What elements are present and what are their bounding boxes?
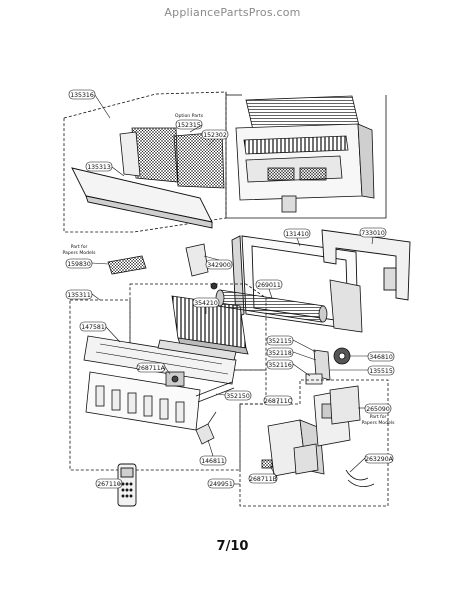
part-131410: 131410 bbox=[285, 231, 309, 238]
part-269011: 269011 bbox=[257, 282, 281, 289]
mounting-plate-733010 bbox=[321, 229, 411, 301]
part-152302: 152302 bbox=[203, 132, 227, 139]
part-label-text: 135316 135313 152315 152302 131410 73301… bbox=[62, 92, 395, 488]
part-147581: 147581 bbox=[81, 324, 105, 331]
part-135311: 135311 bbox=[67, 292, 91, 299]
part-265090: 265090 bbox=[366, 406, 390, 413]
part-labels bbox=[65, 89, 395, 489]
front-panel-135313 bbox=[71, 167, 213, 229]
part-135316: 135316 bbox=[70, 92, 94, 99]
bottom-chassis-outline bbox=[69, 299, 267, 471]
part-152315: 152315 bbox=[177, 122, 201, 129]
drain-pan-147581 bbox=[83, 335, 237, 385]
evaporator-354210 bbox=[171, 295, 249, 355]
part-352116: 352116 bbox=[268, 362, 292, 369]
part-352115: 352115 bbox=[268, 338, 292, 345]
site-header: AppliancePartsPros.com bbox=[164, 6, 301, 19]
air-filter-grill bbox=[119, 127, 225, 189]
part-346810: 346810 bbox=[369, 354, 393, 361]
page-number: 7/10 bbox=[216, 539, 249, 554]
part-263290a: 263290A bbox=[365, 456, 394, 463]
part-342900: 342900 bbox=[207, 262, 231, 269]
note-option-parts: Option Parts bbox=[175, 113, 204, 119]
note-part-models-left-line2: Papers Models bbox=[62, 250, 96, 256]
part-135313: 135313 bbox=[87, 164, 111, 171]
pcb-265090 bbox=[329, 385, 361, 425]
part-268711a: 268711A bbox=[137, 365, 166, 372]
note-part-models-right-line2: Papers Models bbox=[361, 420, 395, 426]
swing-link-352150 bbox=[195, 381, 235, 403]
part-159830: 159830 bbox=[67, 261, 91, 268]
part-352150: 352150 bbox=[226, 393, 250, 400]
front-panel-group bbox=[63, 91, 387, 233]
fan-motor-assembly bbox=[305, 279, 363, 385]
note-part-models-right-line1: Part for bbox=[370, 414, 387, 420]
louver-assembly bbox=[85, 371, 201, 431]
step-motor-268711a bbox=[165, 371, 185, 387]
part-733010: 733010 bbox=[361, 230, 385, 237]
part-249951: 249951 bbox=[209, 481, 233, 488]
display-board-159830 bbox=[107, 255, 147, 275]
sensor-146811 bbox=[195, 411, 217, 445]
part-146811: 146811 bbox=[201, 458, 225, 465]
control-box-outline bbox=[239, 379, 389, 507]
bracket-342900 bbox=[185, 243, 218, 290]
part-268711b: 268711B bbox=[249, 476, 277, 483]
part-135515: 135515 bbox=[369, 368, 393, 375]
part-354210: 354210 bbox=[194, 300, 218, 307]
part-267110: 267110 bbox=[97, 481, 121, 488]
part-352118: 352118 bbox=[268, 350, 292, 357]
top-cabinet-assembly bbox=[235, 95, 375, 213]
note-part-models-left-line1: Part for bbox=[71, 244, 88, 250]
part-268711c: 268711C bbox=[264, 398, 292, 405]
